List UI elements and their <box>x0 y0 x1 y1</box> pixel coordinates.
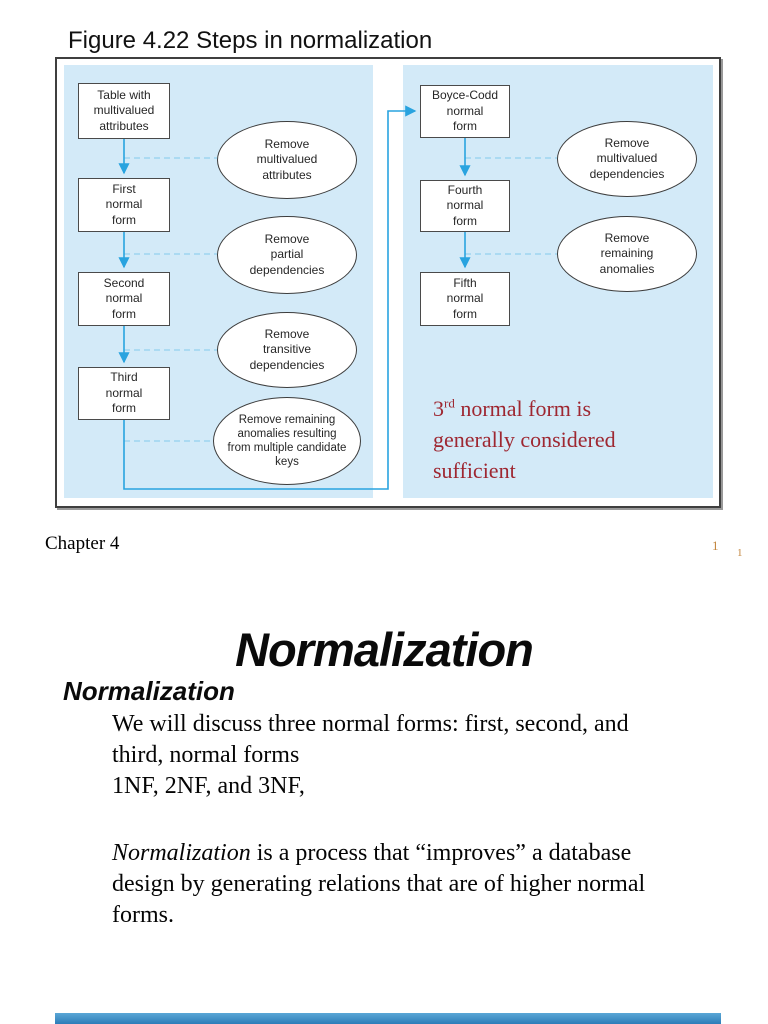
figure-caption: Figure 4.22 Steps in normalization <box>68 27 433 54</box>
node-second-normal-form: Second normal form <box>78 272 170 326</box>
ellipse-remove-multivalued-dependencies: Remove multivalued dependencies <box>557 121 697 197</box>
note-line3: sufficient <box>433 458 516 483</box>
page-number-secondary: 1 <box>737 547 743 559</box>
slide-title: Normalization <box>235 623 534 676</box>
ordinal-superscript: rd <box>444 395 455 411</box>
page-number: 1 <box>712 538 719 553</box>
para2-line3: forms. <box>112 902 174 928</box>
node-fourth-normal-form: Fourth normal form <box>420 180 510 232</box>
ellipse-remove-transitive-dependencies: Remove transitive dependencies <box>217 312 357 388</box>
paragraph-normalization-definition: Normalization is a process that “improve… <box>112 838 712 931</box>
connector-lines <box>118 105 557 490</box>
para1-line2: third, normal forms <box>112 742 300 768</box>
slide-subheading: Normalization <box>63 676 235 706</box>
para1-line1: We will discuss three normal forms: firs… <box>112 711 629 737</box>
ellipse-remove-multivalued-attributes: Remove multivalued attributes <box>217 121 357 199</box>
ellipse-remove-partial-dependencies: Remove partial dependencies <box>217 216 357 294</box>
sufficiency-note: 3rd normal form is generally considered … <box>433 393 703 486</box>
node-first-normal-form: First normal form <box>78 178 170 232</box>
normalization-term-italic: Normalization <box>112 840 251 866</box>
ellipse-remove-remaining-anomalies-candidate-keys: Remove remaining anomalies resulting fro… <box>213 397 361 485</box>
node-boyce-codd-normal-form: Boyce-Codd normal form <box>420 85 510 138</box>
para2-line1-rest: is a process that “improves” a database <box>250 840 632 866</box>
note-line1: 3rd normal form is <box>433 395 592 421</box>
node-table-with-multivalued-attributes: Table with multivalued attributes <box>78 83 170 139</box>
note-line2: generally considered <box>433 427 616 452</box>
para2-line2: design by generating relations that are … <box>112 871 646 897</box>
figure-frame: Table with multivalued attributes First … <box>55 57 721 508</box>
next-slide-top-bar <box>55 1013 721 1024</box>
para1-line3: 1NF, 2NF, and 3NF, <box>112 773 305 799</box>
slide-body: We will discuss three normal forms: firs… <box>112 709 712 931</box>
node-third-normal-form: Third normal form <box>78 367 170 420</box>
chapter-label: Chapter 4 <box>45 533 120 554</box>
ellipse-remove-remaining-anomalies: Remove remaining anomalies <box>557 216 697 292</box>
paragraph-normal-forms: We will discuss three normal forms: firs… <box>112 709 712 802</box>
node-fifth-normal-form: Fifth normal form <box>420 272 510 326</box>
